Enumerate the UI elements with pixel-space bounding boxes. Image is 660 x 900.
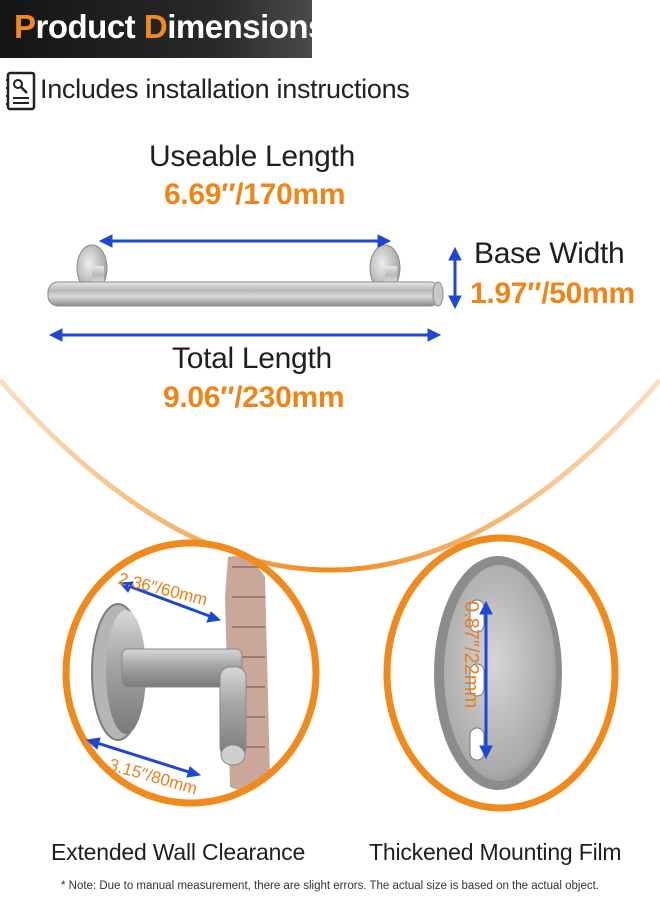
- base-width-label: Base Width: [474, 237, 625, 270]
- mounting-film-measure: 0.87″/22mm: [460, 601, 482, 709]
- useable-length-value: 6.69″/170mm: [164, 178, 346, 211]
- towel-bar-illustration: [47, 244, 444, 307]
- base-width-value: 1.97″/50mm: [470, 277, 635, 310]
- total-length-label: Total Length: [172, 342, 332, 375]
- mounting-film-detail: [383, 534, 619, 812]
- base-width-arrow: [448, 246, 462, 310]
- installation-instructions-text: Includes installation instructions: [40, 74, 410, 104]
- useable-length-arrow: [98, 234, 392, 248]
- total-length-arrow: [48, 328, 442, 342]
- useable-length-label: Useable Length: [149, 140, 355, 173]
- mounting-film-caption: Thickened Mounting Film: [369, 839, 622, 865]
- dimension-arrows: [48, 234, 462, 342]
- measurement-note: * Note: Due to manual measurement, there…: [60, 880, 600, 892]
- page-title: Product Dimensions: [14, 8, 326, 45]
- header-banner: [0, 0, 312, 58]
- wall-clearance-detail: [62, 539, 320, 807]
- instruction-manual-icon: [6, 71, 36, 111]
- wall-clearance-caption: Extended Wall Clearance: [51, 839, 306, 865]
- total-length-value: 9.06″/230mm: [163, 381, 345, 414]
